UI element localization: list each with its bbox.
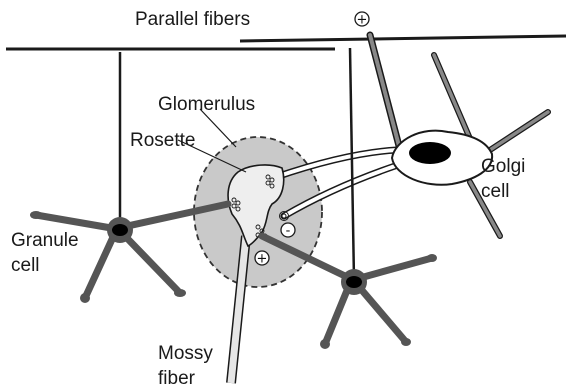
label-granule-1: Granule (11, 230, 79, 251)
excitatory-sign-top: + (355, 12, 369, 28)
parallel-fiber-right (240, 36, 566, 41)
granule-nucleus-left (112, 224, 128, 236)
excitatory-sign-mossy: + (255, 251, 269, 267)
golgi-nucleus (409, 142, 451, 164)
label-golgi-2: cell (481, 181, 510, 202)
svg-text:+: + (357, 13, 368, 28)
golgi-cell (370, 35, 548, 236)
granule-nucleus-right (346, 276, 362, 288)
label-mossy-2: fiber (158, 368, 196, 389)
label-mossy-1: Mossy (158, 343, 213, 364)
granule-cell-left (30, 52, 228, 303)
label-parallel-fibers: Parallel fibers (135, 9, 250, 30)
label-rosette: Rosette (130, 130, 195, 151)
label-golgi-1: Golgi (481, 156, 525, 177)
svg-text:-: - (286, 224, 291, 239)
label-granule-2: cell (11, 255, 40, 276)
label-glomerulus: Glomerulus (158, 94, 255, 115)
svg-text:+: + (257, 252, 268, 267)
